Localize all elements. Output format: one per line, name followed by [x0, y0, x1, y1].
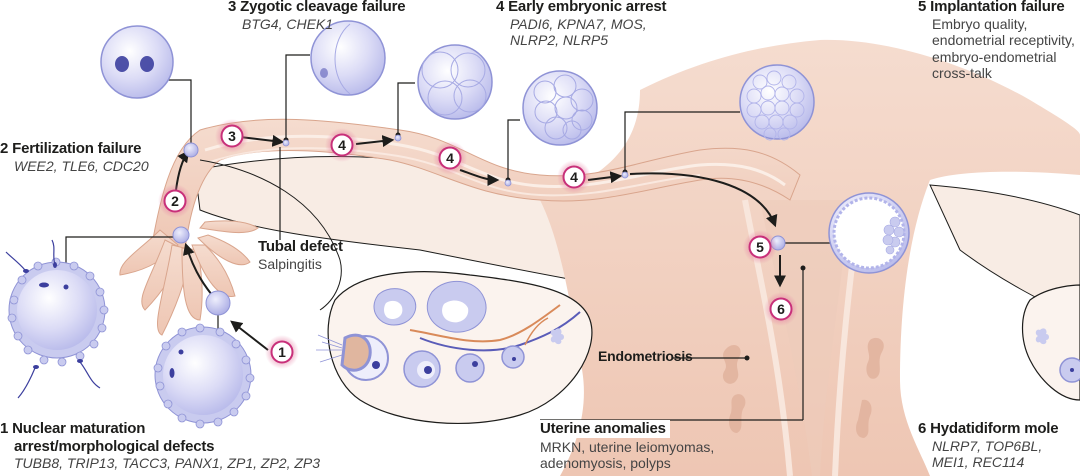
step-desc-line2: endometrial receptivity,: [932, 32, 1075, 49]
zygote-marker: [183, 142, 199, 158]
condition-title: Tubal defect: [258, 238, 343, 255]
marker-label: 5: [756, 239, 764, 255]
step-marker-2: 2: [158, 184, 192, 218]
step-marker-6: 6: [764, 292, 798, 326]
label-endometriosis: Endometriosis: [598, 348, 693, 365]
step-genes-line2: NLRP2, NLRP5: [510, 32, 609, 49]
label-step-1: 1 Nuclear maturation arrest/morphologica…: [0, 420, 320, 472]
step-title: Implantation failure: [930, 0, 1065, 15]
step-desc-line3: embryo-endometrial: [932, 48, 1057, 65]
step-number: 6: [918, 420, 927, 437]
step-marker-4: 4: [325, 128, 359, 162]
marker-circle: [220, 124, 244, 148]
step-title: Nuclear maturation: [12, 420, 146, 437]
two-cell-embryo: [310, 20, 386, 96]
label-step-2: 2 Fertilization failure WEE2, TLE6, CDC2…: [0, 140, 149, 174]
marker-circle: [330, 133, 354, 157]
step-number: 5: [918, 0, 927, 15]
label-uterine-anomalies: Uterine anomalies MRKN, uterine leiomyom…: [540, 420, 714, 472]
step-number: 4: [496, 0, 505, 15]
condition-title: Uterine anomalies: [540, 420, 670, 438]
four-to-eight-cell-embryo: [417, 44, 493, 120]
marker-label: 1: [278, 344, 286, 360]
step-marker-4: 4: [557, 160, 591, 194]
step-title: Fertilization failure: [12, 140, 142, 157]
blastocyst: [828, 192, 910, 274]
oocyte-with-sperm: [5, 239, 109, 399]
endometriosis-patch: [722, 344, 741, 384]
oocyte-cumulus-complex: [153, 323, 255, 429]
condition-title: Endometriosis: [598, 348, 693, 364]
step-number: 1: [0, 420, 9, 437]
step-marker-3: 3: [215, 119, 249, 153]
morula-compact: [739, 64, 815, 141]
step-genes: BTG4, CHEK1: [242, 15, 334, 32]
fimbriae: [119, 220, 259, 336]
marker-label: 4: [446, 150, 454, 166]
marker-circle: [163, 189, 187, 213]
step-title: Early embryonic arrest: [508, 0, 667, 15]
label-step-6: 6 Hydatidiform mole NLRP7, TOP6BL, MEI1,…: [918, 420, 1059, 471]
step-desc-line1: Embryo quality,: [932, 15, 1028, 32]
condition-desc-line1: MRKN, uterine leiomyomas,: [540, 438, 715, 455]
step-title-line2: arrest/morphological defects: [14, 437, 215, 455]
two-pronuclei-zygote: [100, 25, 174, 99]
marker-label: 6: [777, 301, 785, 317]
marker-label: 2: [171, 193, 179, 209]
morula-early: [522, 70, 598, 146]
step-genes-line2: MEI1, REC114: [932, 454, 1025, 471]
step-genes: WEE2, TLE6, CDC20: [14, 157, 149, 174]
step-number: 2: [0, 140, 9, 157]
label-step-3: 3 Zygotic cleavage failure BTG4, CHEK1: [228, 0, 406, 32]
condition-desc-line2: adenomyosis, polyps: [540, 455, 671, 472]
step-title: Zygotic cleavage failure: [240, 0, 406, 15]
marker-circle: [270, 340, 294, 364]
label-tubal-defect: Tubal defect Salpingitis: [258, 238, 343, 272]
label-step-4: 4 Early embryonic arrest PADI6, KPNA7, M…: [496, 0, 667, 49]
marker-label: 3: [228, 128, 236, 144]
marker-circle: [562, 165, 586, 189]
marker-circle: [438, 146, 462, 170]
marker-circle: [748, 235, 772, 259]
step-marker-1: 1: [265, 335, 299, 369]
condition-desc: Salpingitis: [258, 255, 322, 272]
marker-label: 4: [338, 137, 346, 153]
step-genes-line1: PADI6, KPNA7, MOS,: [510, 15, 647, 32]
label-step-5: 5 Implantation failure Embryo quality, e…: [918, 0, 1075, 82]
step-desc-line4: cross-talk: [932, 65, 992, 82]
step-genes-line1: NLRP7, TOP6BL,: [932, 437, 1043, 454]
step-genes: TUBB8, TRIP13, TACC3, PANX1, ZP1, ZP2, Z…: [14, 455, 321, 472]
marker-circle: [769, 297, 793, 321]
marker-label: 4: [570, 169, 578, 185]
step-number: 3: [228, 0, 237, 15]
step-marker-5: 5: [743, 230, 777, 264]
step-marker-4: 4: [433, 141, 467, 175]
step-title: Hydatidiform mole: [930, 420, 1059, 437]
